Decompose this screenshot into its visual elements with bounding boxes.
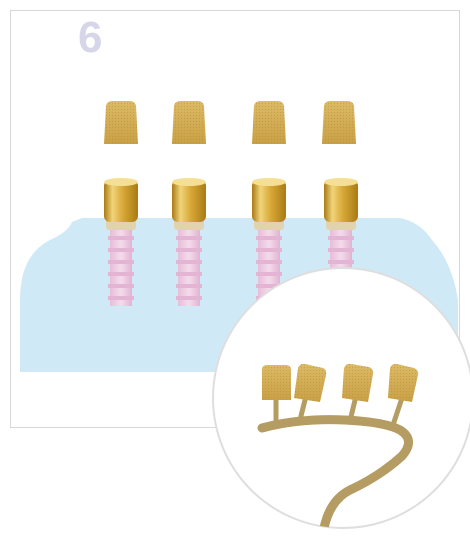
abutment [172, 178, 206, 230]
abutment [324, 178, 358, 230]
abutment [104, 178, 138, 230]
cap [172, 101, 206, 144]
tree-cap [262, 365, 291, 400]
magnifier-inset [213, 268, 470, 528]
caps [104, 101, 356, 144]
cap [252, 101, 286, 144]
tree-cap [342, 364, 373, 402]
abutment [252, 178, 286, 230]
implant [176, 228, 202, 306]
cap [322, 101, 356, 144]
cap [104, 101, 138, 144]
implant [108, 228, 134, 306]
